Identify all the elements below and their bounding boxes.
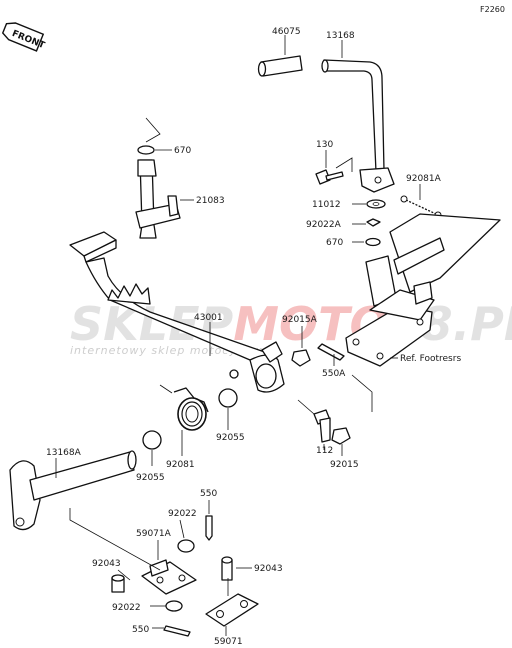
part-59071A-link — [141, 559, 197, 595]
label-130: 130 — [316, 140, 333, 150]
part-92081-return-spring — [173, 387, 209, 431]
label-92081: 92081 — [166, 460, 195, 470]
label-ref-footrests: Ref. Footresrs — [400, 354, 461, 364]
part-92015A-nut — [291, 349, 311, 367]
part-670-circlip-lower — [365, 237, 381, 247]
label-670-lower: 670 — [326, 238, 343, 248]
part-43001-brake-pedal — [69, 231, 285, 393]
label-46075: 46075 — [272, 27, 301, 37]
footrest-frame — [345, 213, 501, 367]
label-92081A: 92081A — [406, 174, 442, 184]
diagram-code: F2260 — [480, 5, 505, 14]
label-92022-lower: 92022 — [112, 603, 141, 613]
part-13168-kick-lever — [321, 59, 395, 193]
part-92055-o-ring-upper — [218, 388, 238, 408]
label-92043-right: 92043 — [254, 564, 283, 574]
label-550-lower: 550 — [132, 625, 149, 635]
part-92043-pin-right — [221, 556, 233, 581]
front-arrow-icon: FRONT — [1, 22, 47, 52]
label-92055-lower: 92055 — [136, 473, 165, 483]
part-92055-o-ring-lower — [142, 430, 162, 450]
part-92022-washer-upper — [177, 539, 195, 553]
label-13168A: 13168A — [46, 448, 82, 458]
part-pedal-pin — [229, 369, 239, 379]
label-59071A: 59071A — [136, 529, 172, 539]
part-550A-cotter-pin — [317, 343, 345, 361]
label-92015A: 92015A — [282, 315, 318, 325]
part-92022-washer-lower — [165, 600, 183, 612]
part-21083-kick-shaft — [135, 159, 181, 239]
label-21083: 21083 — [196, 196, 225, 206]
part-550-split-pin-upper — [205, 515, 213, 541]
part-92022A-washer — [366, 218, 381, 227]
part-13168A-shaft — [9, 450, 137, 531]
part-92015-nut — [331, 427, 351, 445]
label-550-upper: 550 — [200, 489, 217, 499]
part-550-split-pin-lower — [163, 625, 191, 637]
part-59071-link-plate — [205, 593, 259, 627]
label-92043-left: 92043 — [92, 559, 121, 569]
label-92022A: 92022A — [306, 220, 342, 230]
label-92015: 92015 — [330, 460, 359, 470]
part-112-bolt — [313, 409, 331, 443]
part-92043-pin-left — [111, 574, 125, 593]
watermark-brand-1: SKLEP — [70, 297, 234, 351]
label-13168: 13168 — [326, 31, 355, 41]
label-92055-upper: 92055 — [216, 433, 245, 443]
label-550A: 550A — [322, 369, 346, 379]
label-670-upper: 670 — [174, 146, 191, 156]
label-59071: 59071 — [214, 637, 243, 647]
part-46075-grip — [257, 55, 303, 77]
watermark: SKLEPMOTO48.PL internetowy sklep motocyk… — [70, 297, 512, 357]
part-130-bolt — [315, 169, 344, 185]
label-43001: 43001 — [194, 313, 223, 323]
label-92022-upper: 92022 — [168, 509, 197, 519]
label-112: 112 — [316, 446, 333, 456]
part-670-circlip-upper — [137, 145, 155, 155]
label-11012: 11012 — [312, 200, 341, 210]
